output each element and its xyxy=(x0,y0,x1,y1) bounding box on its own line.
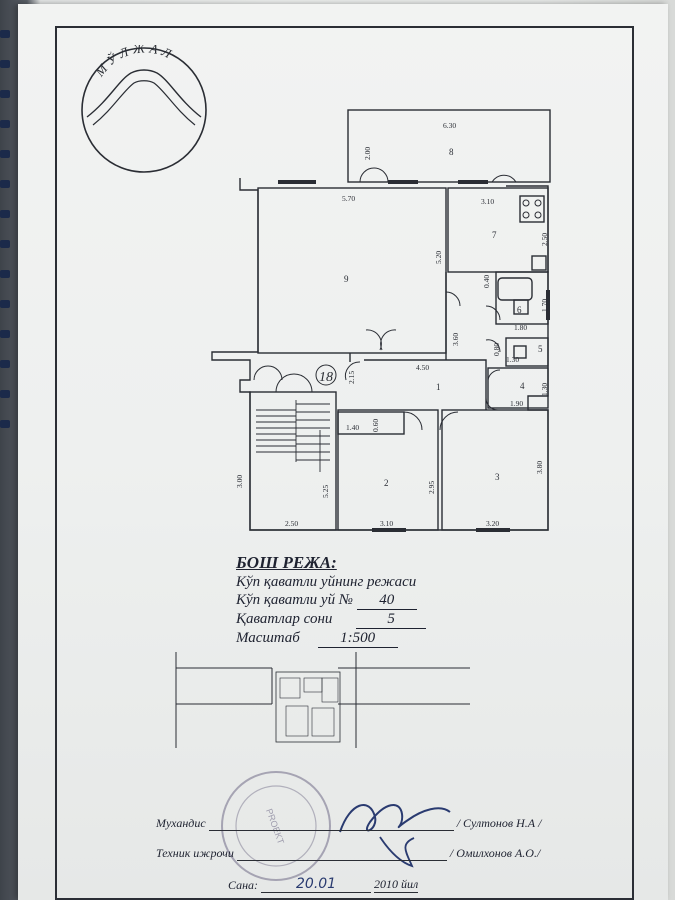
dim-room3-height: 3.80 xyxy=(535,461,544,474)
engineer-name: / Султонов Н.А / xyxy=(456,816,542,830)
date-year: 2010 йил xyxy=(374,877,419,893)
dim-room4-height: 1.30 xyxy=(540,383,549,396)
dim-room7-width: 3.10 xyxy=(481,197,494,206)
document-page xyxy=(18,4,668,900)
company-logo: МЎЛЖАЛ xyxy=(81,45,207,173)
room-1-label: 1 xyxy=(436,382,441,392)
dim-room7-height: 2.50 xyxy=(540,233,549,246)
dim-gap-080: 0.80 xyxy=(492,343,501,356)
dim-room2-height: 2.95 xyxy=(427,481,436,494)
house-number-value: 40 xyxy=(356,591,417,610)
technician-label: Техник ижрочи xyxy=(156,846,234,860)
dim-room5-width: 1.30 xyxy=(506,355,519,364)
room-8-label: 8 xyxy=(449,147,454,157)
binding-spiral xyxy=(0,30,10,428)
scale-row: Масштаб 1:500 xyxy=(236,629,426,648)
engineer-signature xyxy=(339,804,451,868)
dim-corridor-height: 0.60 xyxy=(371,419,380,432)
house-number-label: Кўп қаватли уй № xyxy=(236,592,353,608)
date-handwritten: 20.01 xyxy=(261,876,372,893)
date-row: Сана: 20.01 2010 йил xyxy=(228,876,419,893)
dim-hall-width: 4.50 xyxy=(416,363,429,372)
floors-row: Қаватлар сони 5 xyxy=(236,610,427,629)
plan-info-block: БОШ РЕЖА: Кўп қаватли уйнинг режаси Кўп … xyxy=(236,553,427,648)
room-2-label: 2 xyxy=(384,478,389,488)
dim-room6-width: 1.80 xyxy=(514,323,527,332)
room-6-label: 6 xyxy=(517,305,522,315)
dim-stair-total: 5.25 xyxy=(321,485,330,498)
official-stamp: PROEKT xyxy=(221,771,331,881)
dim-gap-040: 0.40 xyxy=(482,275,491,288)
floors-value: 5 xyxy=(356,610,427,629)
room-7-label: 7 xyxy=(492,230,497,240)
dim-room2-width: 3.10 xyxy=(380,519,393,528)
technician-row: Техник ижрочи / Омилхонов А.О./ xyxy=(156,846,540,861)
scale-label: Масштаб xyxy=(236,630,300,646)
dim-stair-width: 2.50 xyxy=(285,519,298,528)
room-9-label: 9 xyxy=(344,274,349,284)
site-plan-thumbnail xyxy=(175,652,470,748)
date-label: Сана: xyxy=(228,878,259,892)
dim-room4-width: 1.90 xyxy=(510,399,523,408)
floors-label: Қаватлар сони xyxy=(236,611,333,627)
dim-stair-small: 2.15 xyxy=(347,371,356,384)
room-4-label: 4 xyxy=(520,381,525,391)
dim-balcony-height: 2.00 xyxy=(363,147,372,160)
dim-hall-height: 3.60 xyxy=(451,333,460,346)
dim-room3-width: 3.20 xyxy=(486,519,499,528)
room-3-label: 3 xyxy=(495,472,500,482)
floor-number: 18 xyxy=(319,370,333,385)
scale-value: 1:500 xyxy=(317,629,398,648)
plan-subtitle: Кўп қаватли уйнинг режаси xyxy=(236,574,417,590)
drawing-frame xyxy=(55,26,634,900)
house-number-row: Кўп қаватли уй № 40 xyxy=(236,591,426,610)
dim-corridor-width: 1.40 xyxy=(346,423,359,432)
plan-title: БОШ РЕЖА: xyxy=(236,553,337,572)
technician-name: / Омилхонов А.О./ xyxy=(449,846,541,860)
engineer-row: Мухандис / Султонов Н.А / xyxy=(156,816,541,831)
dim-room9-width: 5.70 xyxy=(342,194,355,203)
dim-room6-height: 1.70 xyxy=(540,299,549,312)
room-5-label: 5 xyxy=(538,344,543,354)
dim-room9-height: 5.20 xyxy=(434,251,443,264)
dim-stair-height: 3.00 xyxy=(235,475,244,488)
engineer-label: Мухандис xyxy=(156,816,206,830)
dim-balcony-width: 6.30 xyxy=(443,121,456,130)
